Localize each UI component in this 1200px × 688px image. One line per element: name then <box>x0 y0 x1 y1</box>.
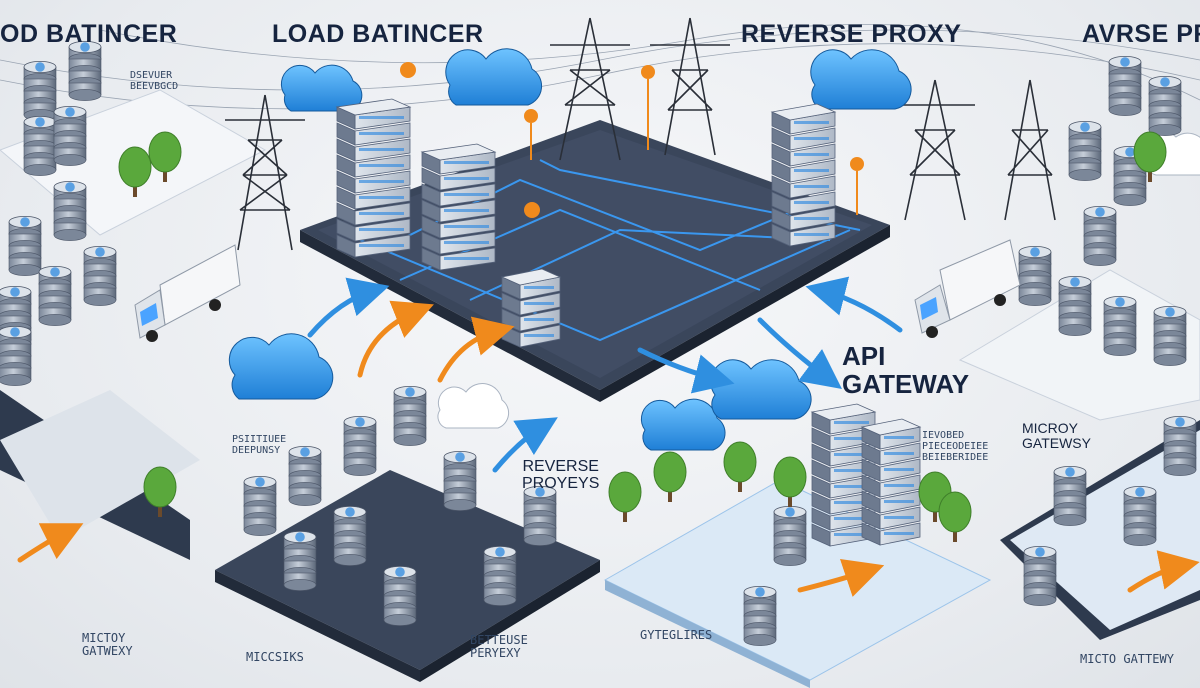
flow-arrows <box>17 276 1200 597</box>
label-api-gateway: API GATEWAY <box>842 342 969 398</box>
label-psiitiuee: PSIITIUEE <box>232 434 287 445</box>
pylon-icon <box>895 79 975 221</box>
pylon-icon <box>650 17 730 156</box>
database-cluster <box>0 41 1197 646</box>
label-gyteglires: GYTEGLIRES <box>640 628 713 642</box>
server-rack <box>810 403 877 547</box>
cloud-icon <box>280 64 363 112</box>
label-mictoy: MICTOY <box>82 631 126 645</box>
label-beevbgcd: BEEVBGCD <box>130 81 179 92</box>
label-betteuse: BETTEUSE <box>470 633 528 647</box>
server-rack <box>500 268 562 348</box>
pylon-icon <box>1004 79 1056 221</box>
title-reverse-proxy: REVERSE PROXY <box>741 20 962 48</box>
pylon-icon <box>225 94 305 251</box>
label-peryexy: PERYEXY <box>470 646 521 660</box>
power-lines <box>0 24 1200 110</box>
pin-icon <box>400 62 864 218</box>
label-api: API <box>842 341 886 371</box>
label-left-mid-small: PSIITIUEE DEEPUNSY <box>232 434 286 456</box>
label-gateway: GATEWAY <box>842 369 970 399</box>
title-load-balancer: LOAD BATINCER <box>272 20 484 48</box>
cloud-icon <box>640 398 726 451</box>
label-microy-gatewsy: MICROY GATEWSY <box>1022 421 1091 451</box>
label-mictoy-gatwexy: MICTOY GATWEXY <box>82 632 133 658</box>
cloud-icon <box>228 333 334 400</box>
cloud-icon <box>445 48 543 106</box>
label-api-small: IEVOBED PIECEODEIEE BEIEBERIDEE <box>922 430 988 463</box>
label-ievobed: IEVOBED <box>922 430 965 441</box>
cloud-icon <box>710 359 812 420</box>
title-left: OD BATINCER <box>0 20 178 48</box>
label-gatwexy: GATWEXY <box>82 644 133 658</box>
label-reverse-proyeys: REVERSE PROYEYS <box>522 458 599 492</box>
label-betteuse-peryexy: BETTEUSE PERYEXY <box>470 634 528 660</box>
truck-icon <box>914 239 1021 338</box>
label-pieceodeiee: PIECEODEIEE <box>922 441 989 452</box>
label-gatewsy: GATEWSY <box>1022 435 1091 451</box>
pylon-icon <box>550 17 630 161</box>
server-rack <box>335 98 412 258</box>
label-reverse: REVERSE <box>522 458 599 475</box>
truck-icon <box>134 244 241 342</box>
label-microy: MICROY <box>1022 420 1078 436</box>
server-rack <box>420 143 497 271</box>
server-rack <box>770 103 837 247</box>
server-rack <box>860 418 922 546</box>
cloud-icon <box>437 383 510 429</box>
tree-cluster <box>118 131 1167 542</box>
label-beieberidee: BEIEBERIDEE <box>922 452 989 463</box>
label-dsevuer: DSEVUER <box>130 70 173 81</box>
cloud-icon <box>810 49 912 110</box>
title-right: AVRSE PR <box>1082 20 1200 48</box>
label-micto-gattewy: MICTO GATTEWY <box>1080 652 1174 666</box>
label-proyeys: PROYEYS <box>522 475 600 492</box>
bottom-right-platform <box>603 479 992 688</box>
label-miccsiks: MICCSIKS <box>246 650 304 664</box>
label-top-left-small: DSEVUER BEEVBGCD <box>130 70 178 92</box>
label-deepunsy: DEEPUNSY <box>232 445 281 456</box>
